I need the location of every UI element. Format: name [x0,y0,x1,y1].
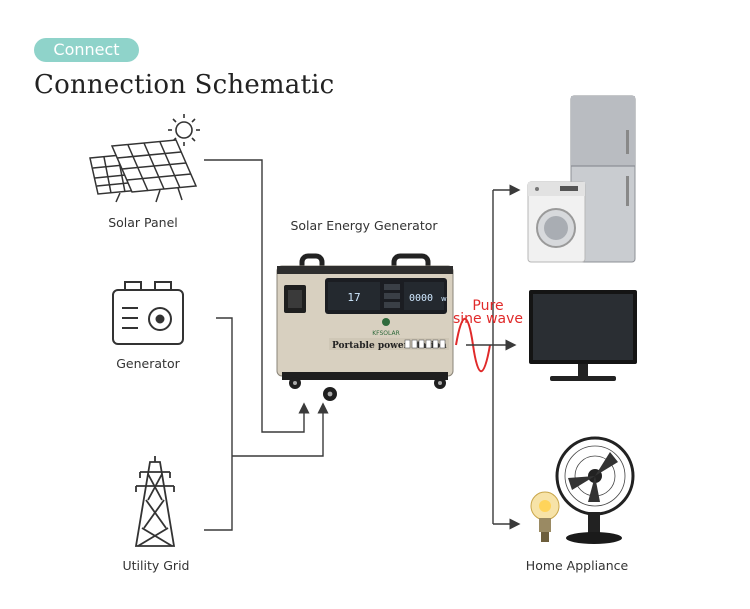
device-caption: Solar Energy Generator [290,218,438,233]
solar-panel-icon [89,139,198,203]
display-unit: w [441,295,447,303]
sine-wave-line2: sine wave [452,311,524,327]
tv-icon [529,290,637,381]
utility-grid-label: Utility Grid [123,558,190,573]
output-lines [466,184,521,530]
input-lines [204,159,329,531]
solar-panel-label: Solar Panel [108,215,178,230]
refrigerator-icon [570,95,636,263]
bulb-icon [530,491,560,542]
sine-wave-line1: Pure [472,298,504,314]
generator-label: Generator [116,356,180,371]
fan-icon [555,436,635,544]
brand-label: KFSOLAR [372,330,400,337]
display-right: 0000 [409,293,433,304]
home-appliance-label: Home Appliance [526,558,629,573]
display-left: 17 [347,291,360,304]
sine-wave-label: Pure sine wave [452,298,524,327]
power-station: 17 0000 w KFSOLAR Portable power station [276,253,454,401]
washing-machine-icon [527,181,586,263]
generator-icon [112,281,184,345]
connect-tag: Connect [34,38,139,62]
device-label: Portable power station [332,341,447,351]
transmission-tower-icon [134,456,176,547]
page-title: Connection Schematic [34,70,335,100]
